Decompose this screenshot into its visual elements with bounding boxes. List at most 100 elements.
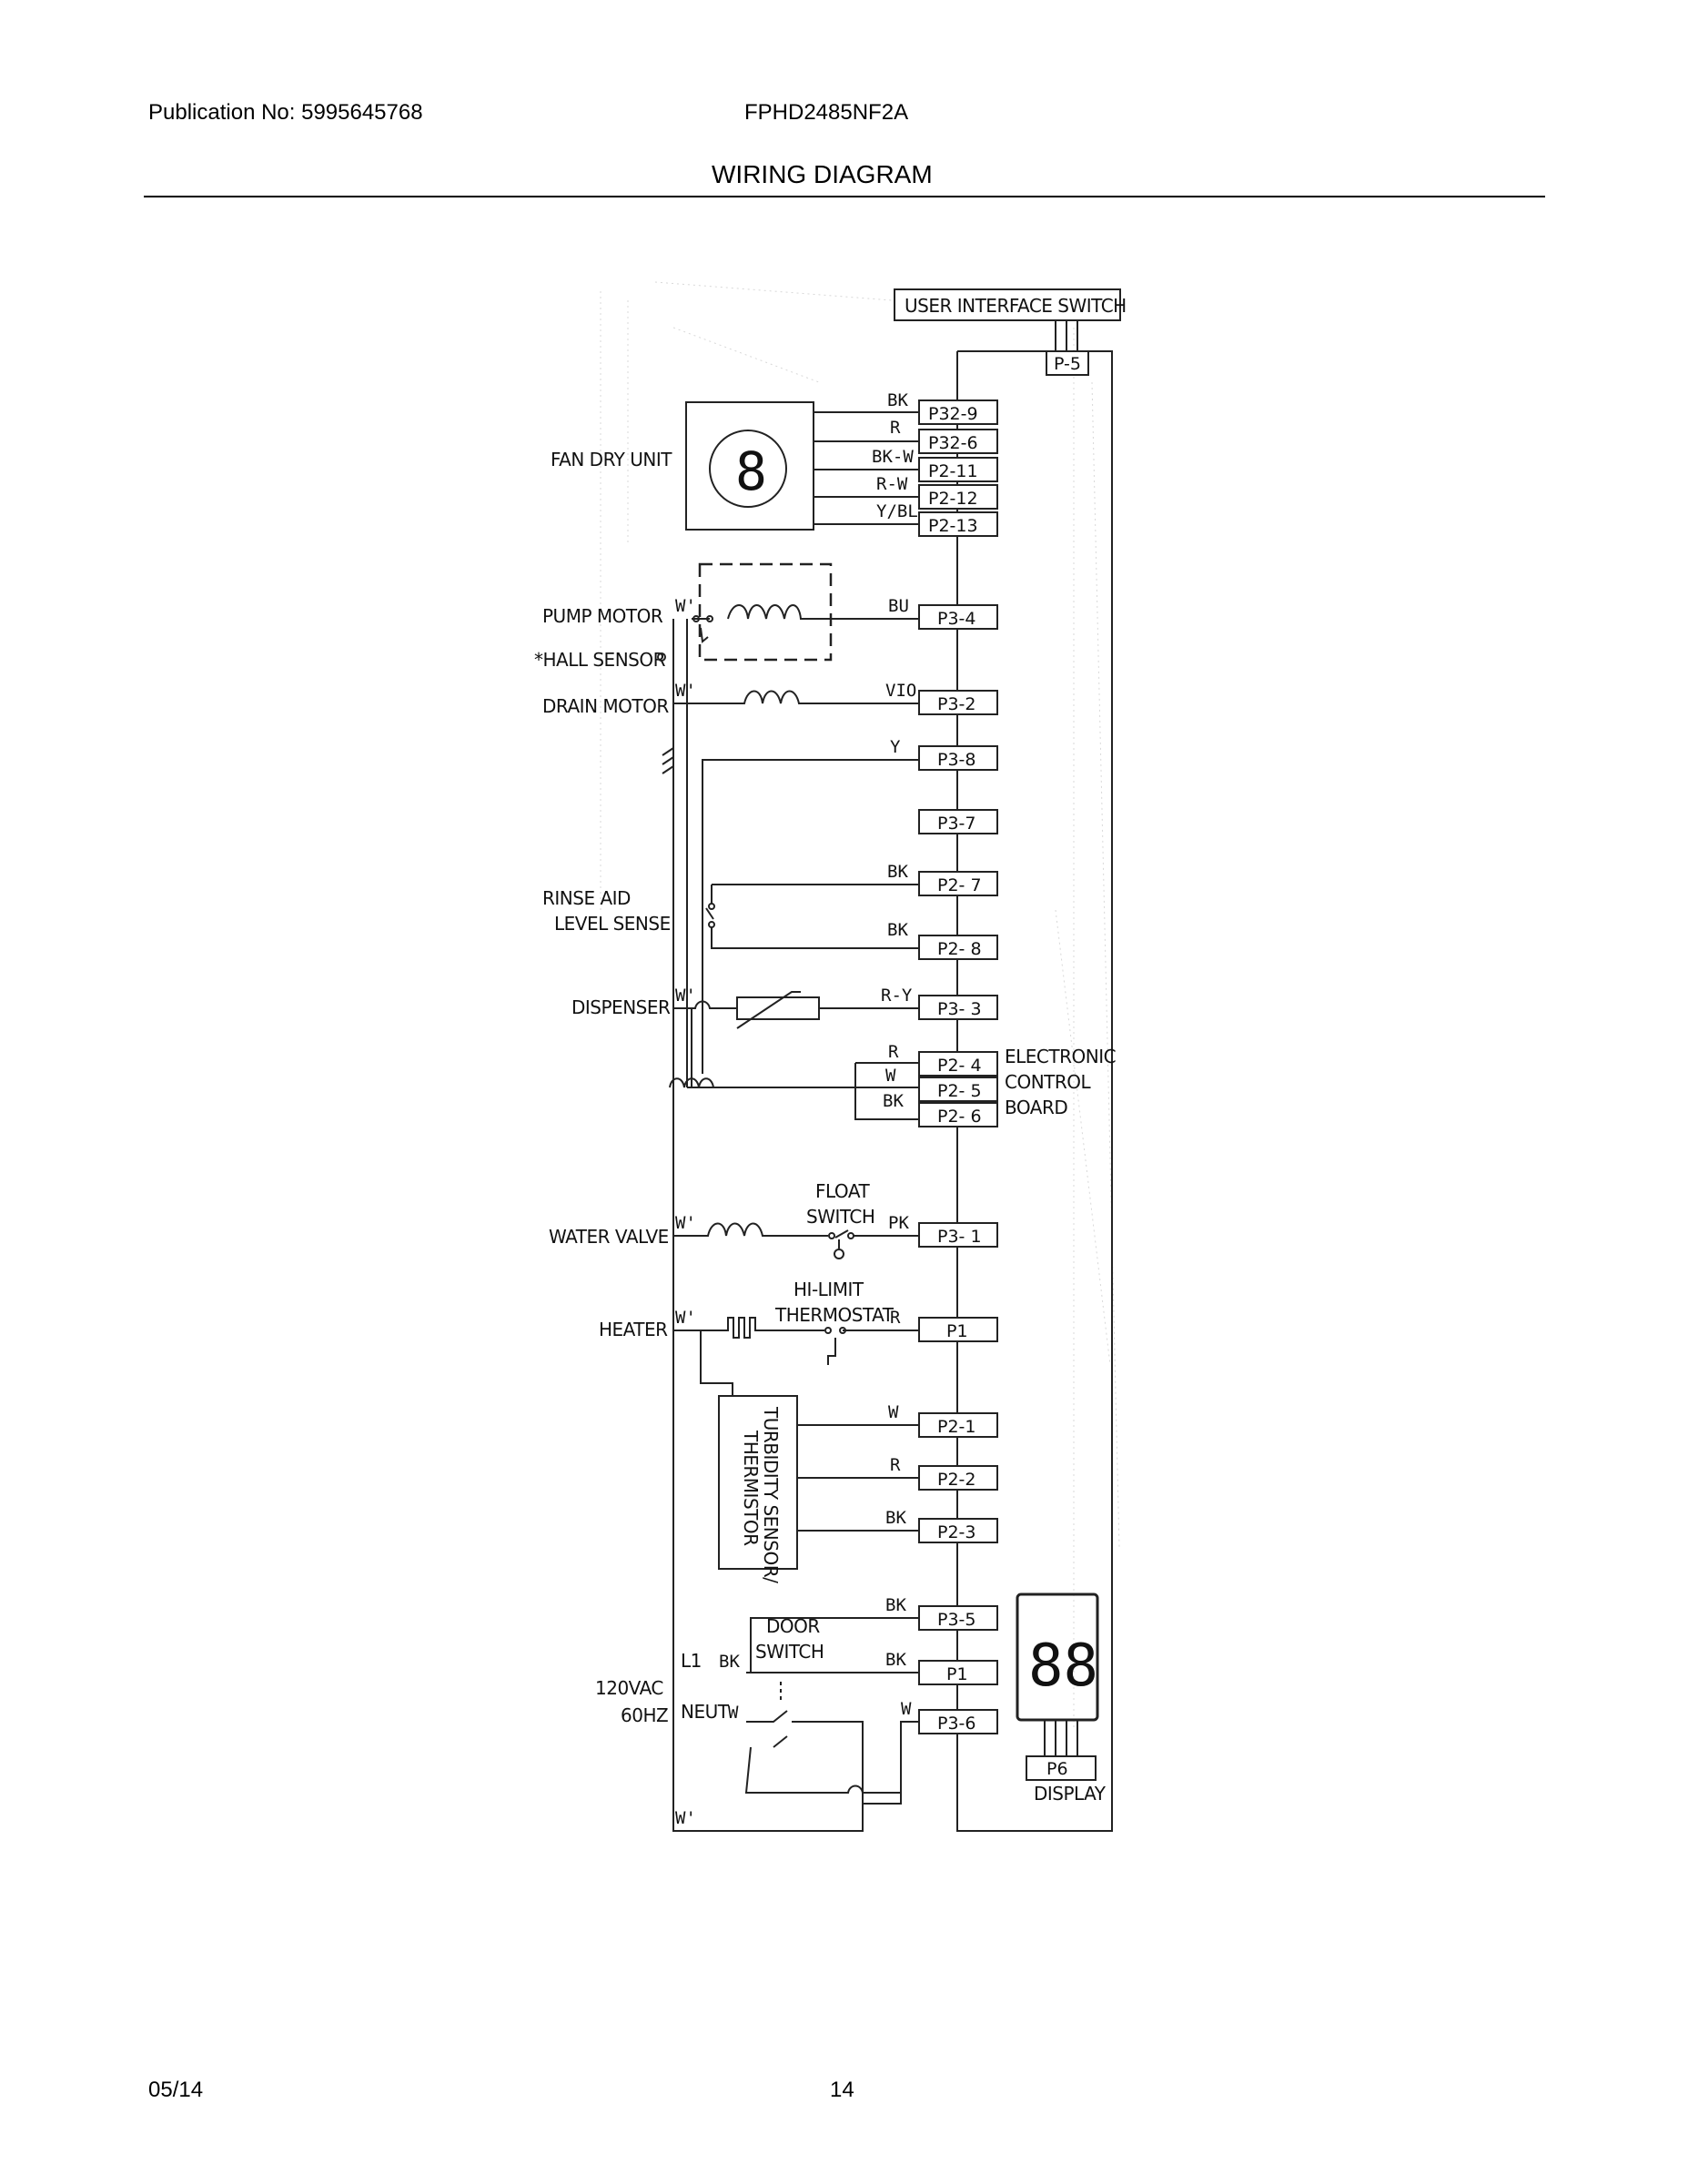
wire-w-neut: W	[728, 1703, 739, 1723]
turbidity-sensor: TURBIDITY SENSOR/ THERMISTOR W R BK P2-1…	[718, 1395, 998, 1583]
background-texture	[600, 281, 1120, 1729]
wire-r-p24: R	[888, 1042, 899, 1062]
wire-ybl: Y/BL	[876, 501, 918, 521]
display-label: DISPLAY	[1034, 1783, 1107, 1805]
heater-label: HEATER	[599, 1319, 668, 1340]
drain-motor: DRAIN MOTOR W' VIO P3-2	[542, 681, 998, 717]
ecb-label-1: ELECTRONIC	[1005, 1046, 1116, 1067]
display-digits: 88	[1028, 1633, 1098, 1700]
wire-bk-l1: BK	[719, 1652, 740, 1672]
connector-p2-12: P2-12	[928, 489, 978, 509]
connector-p3-6: P3-6	[937, 1714, 976, 1734]
connector-p2-3: P2-3	[937, 1522, 976, 1542]
fan-dry-unit: 8 FAN DRY UNIT BK R BK-W R-W Y/BL	[551, 390, 919, 531]
wire-bk-p26: BK	[883, 1091, 904, 1111]
dispenser-label: DISPENSER	[571, 996, 671, 1018]
wire-w-drain: W'	[675, 681, 696, 701]
connector-p6: P6	[1046, 1759, 1068, 1779]
wire-bk-p28: BK	[887, 920, 908, 940]
hall-sensor-label: *HALL SENSOR	[534, 649, 666, 671]
page-title: WIRING DIAGRAM	[712, 160, 933, 188]
neut-label: NEUT	[681, 1701, 730, 1723]
connector-p32-6: P32-6	[928, 433, 978, 453]
wire-bu: BU	[888, 596, 909, 616]
pump-motor: PUMP MOTOR *HALL SENSOR W' BU P3-4	[534, 562, 998, 671]
wire-w-bottom: W'	[675, 1808, 696, 1828]
connector-p2-7: P2- 7	[937, 875, 982, 895]
wire-pk: PK	[888, 1213, 909, 1233]
p2-4-6-group: R W BK P2- 4 P2- 5 P2- 6 ELECTRONIC CONT…	[669, 1042, 1117, 1127]
connector-p3-2: P3-2	[937, 694, 976, 714]
supply-label-1: 120VAC	[595, 1677, 663, 1699]
connector-p3-8: P3-8	[937, 750, 976, 770]
rinse-aid-label-2: LEVEL SENSE	[554, 913, 671, 935]
wire-w-p25: W	[885, 1066, 896, 1086]
connector-p5	[1046, 350, 1089, 376]
hilimit-label-2: THERMOSTAT	[774, 1304, 895, 1326]
connector-p3-5: P3-5	[937, 1610, 976, 1630]
publication-number: Publication No: 5995645768	[148, 100, 423, 125]
control-board-frame: USER INTERFACE SWITCH P-5	[894, 288, 1127, 1832]
wire-vio: VIO	[885, 681, 916, 701]
drain-motor-label: DRAIN MOTOR	[542, 695, 669, 717]
connector-p3-3: P3- 3	[937, 999, 982, 1019]
ecb-label-3: BOARD	[1005, 1097, 1067, 1118]
footer-date: 05/14	[148, 2078, 204, 2102]
page-number: 14	[830, 2078, 854, 2102]
user-interface-switch-label: USER INTERFACE SWITCH	[905, 295, 1127, 317]
user-interface-switch-box	[894, 288, 1121, 321]
connector-p3-4: P3-4	[937, 609, 976, 629]
float-switch-label-1: FLOAT	[815, 1180, 870, 1202]
wire-w-pump: W'	[675, 596, 696, 616]
l1-label: L1	[681, 1650, 702, 1672]
rinse-aid-label-1: RINSE AID	[542, 887, 631, 909]
float-switch-label-2: SWITCH	[806, 1206, 874, 1228]
connector-p1a: P1	[946, 1321, 968, 1341]
rinse-aid-level-sense: RINSE AID LEVEL SENSE BK BK P2- 7 P2- 8	[542, 862, 998, 960]
fan-dry-unit-label: FAN DRY UNIT	[551, 449, 672, 470]
wire-bk-p1b: BK	[885, 1650, 906, 1670]
wire-rw: R-W	[876, 474, 908, 494]
wire-r-p22: R	[890, 1455, 901, 1475]
header-rule	[144, 196, 1545, 197]
heater: HEATER HI-LIMIT THERMOSTAT W' R P1	[599, 1279, 998, 1396]
connector-p1b: P1	[946, 1664, 968, 1684]
connector-p2-6: P2- 6	[937, 1107, 982, 1127]
wire-y: Y	[890, 737, 901, 757]
model-number: FPHD2485NF2A	[744, 100, 909, 125]
connectors-top: P32-9 P32-6 P2-11 P2-12 P2-13	[918, 399, 998, 537]
display-module: 88 P6 DISPLAY	[1016, 1592, 1107, 1805]
connector-p3-1: P3- 1	[937, 1227, 982, 1247]
wire-w-p21: W	[888, 1402, 899, 1422]
wire-r1: R	[890, 418, 901, 438]
wire-w-p36: W	[901, 1699, 912, 1719]
wire-w-disp: W'	[675, 986, 696, 1006]
turbidity-label-1: TURBIDITY SENSOR/	[760, 1406, 782, 1583]
hilimit-label-1: HI-LIMIT	[793, 1279, 864, 1300]
connector-p2-4: P2- 4	[937, 1056, 982, 1076]
dispenser: DISPENSER W' R-Y P3- 3	[571, 986, 998, 1029]
p3-8-circuit: Y P3-8 P3-7	[702, 737, 998, 1074]
wire-ry: R-Y	[881, 986, 913, 1006]
wire-bk-p23: BK	[885, 1508, 906, 1528]
wire-bk-p27: BK	[887, 862, 908, 882]
connector-p2-1: P2-1	[937, 1417, 976, 1437]
fan-symbol: 8	[735, 440, 767, 502]
connector-p32-9: P32-9	[928, 404, 978, 424]
connector-p2-2: P2-2	[937, 1470, 976, 1490]
wire-w-heater: W'	[675, 1308, 696, 1328]
connector-p2-13: P2-13	[928, 516, 978, 536]
connector-p5-label: P-5	[1054, 354, 1081, 374]
wire-bk1: BK	[887, 390, 908, 410]
pump-motor-label: PUMP MOTOR	[542, 605, 663, 627]
wire-w-valve: W'	[675, 1213, 696, 1233]
connector-p3-7: P3-7	[937, 814, 976, 834]
door-switch-label-2: SWITCH	[755, 1641, 824, 1663]
water-valve-label: WATER VALVE	[549, 1226, 669, 1248]
turbidity-label-2: THERMISTOR	[740, 1430, 762, 1546]
supply-label-2: 60HZ	[621, 1704, 668, 1726]
ecb-label-2: CONTROL	[1005, 1071, 1092, 1093]
connector-p2-5: P2- 5	[937, 1081, 982, 1101]
connector-p2-11: P2-11	[928, 461, 978, 481]
